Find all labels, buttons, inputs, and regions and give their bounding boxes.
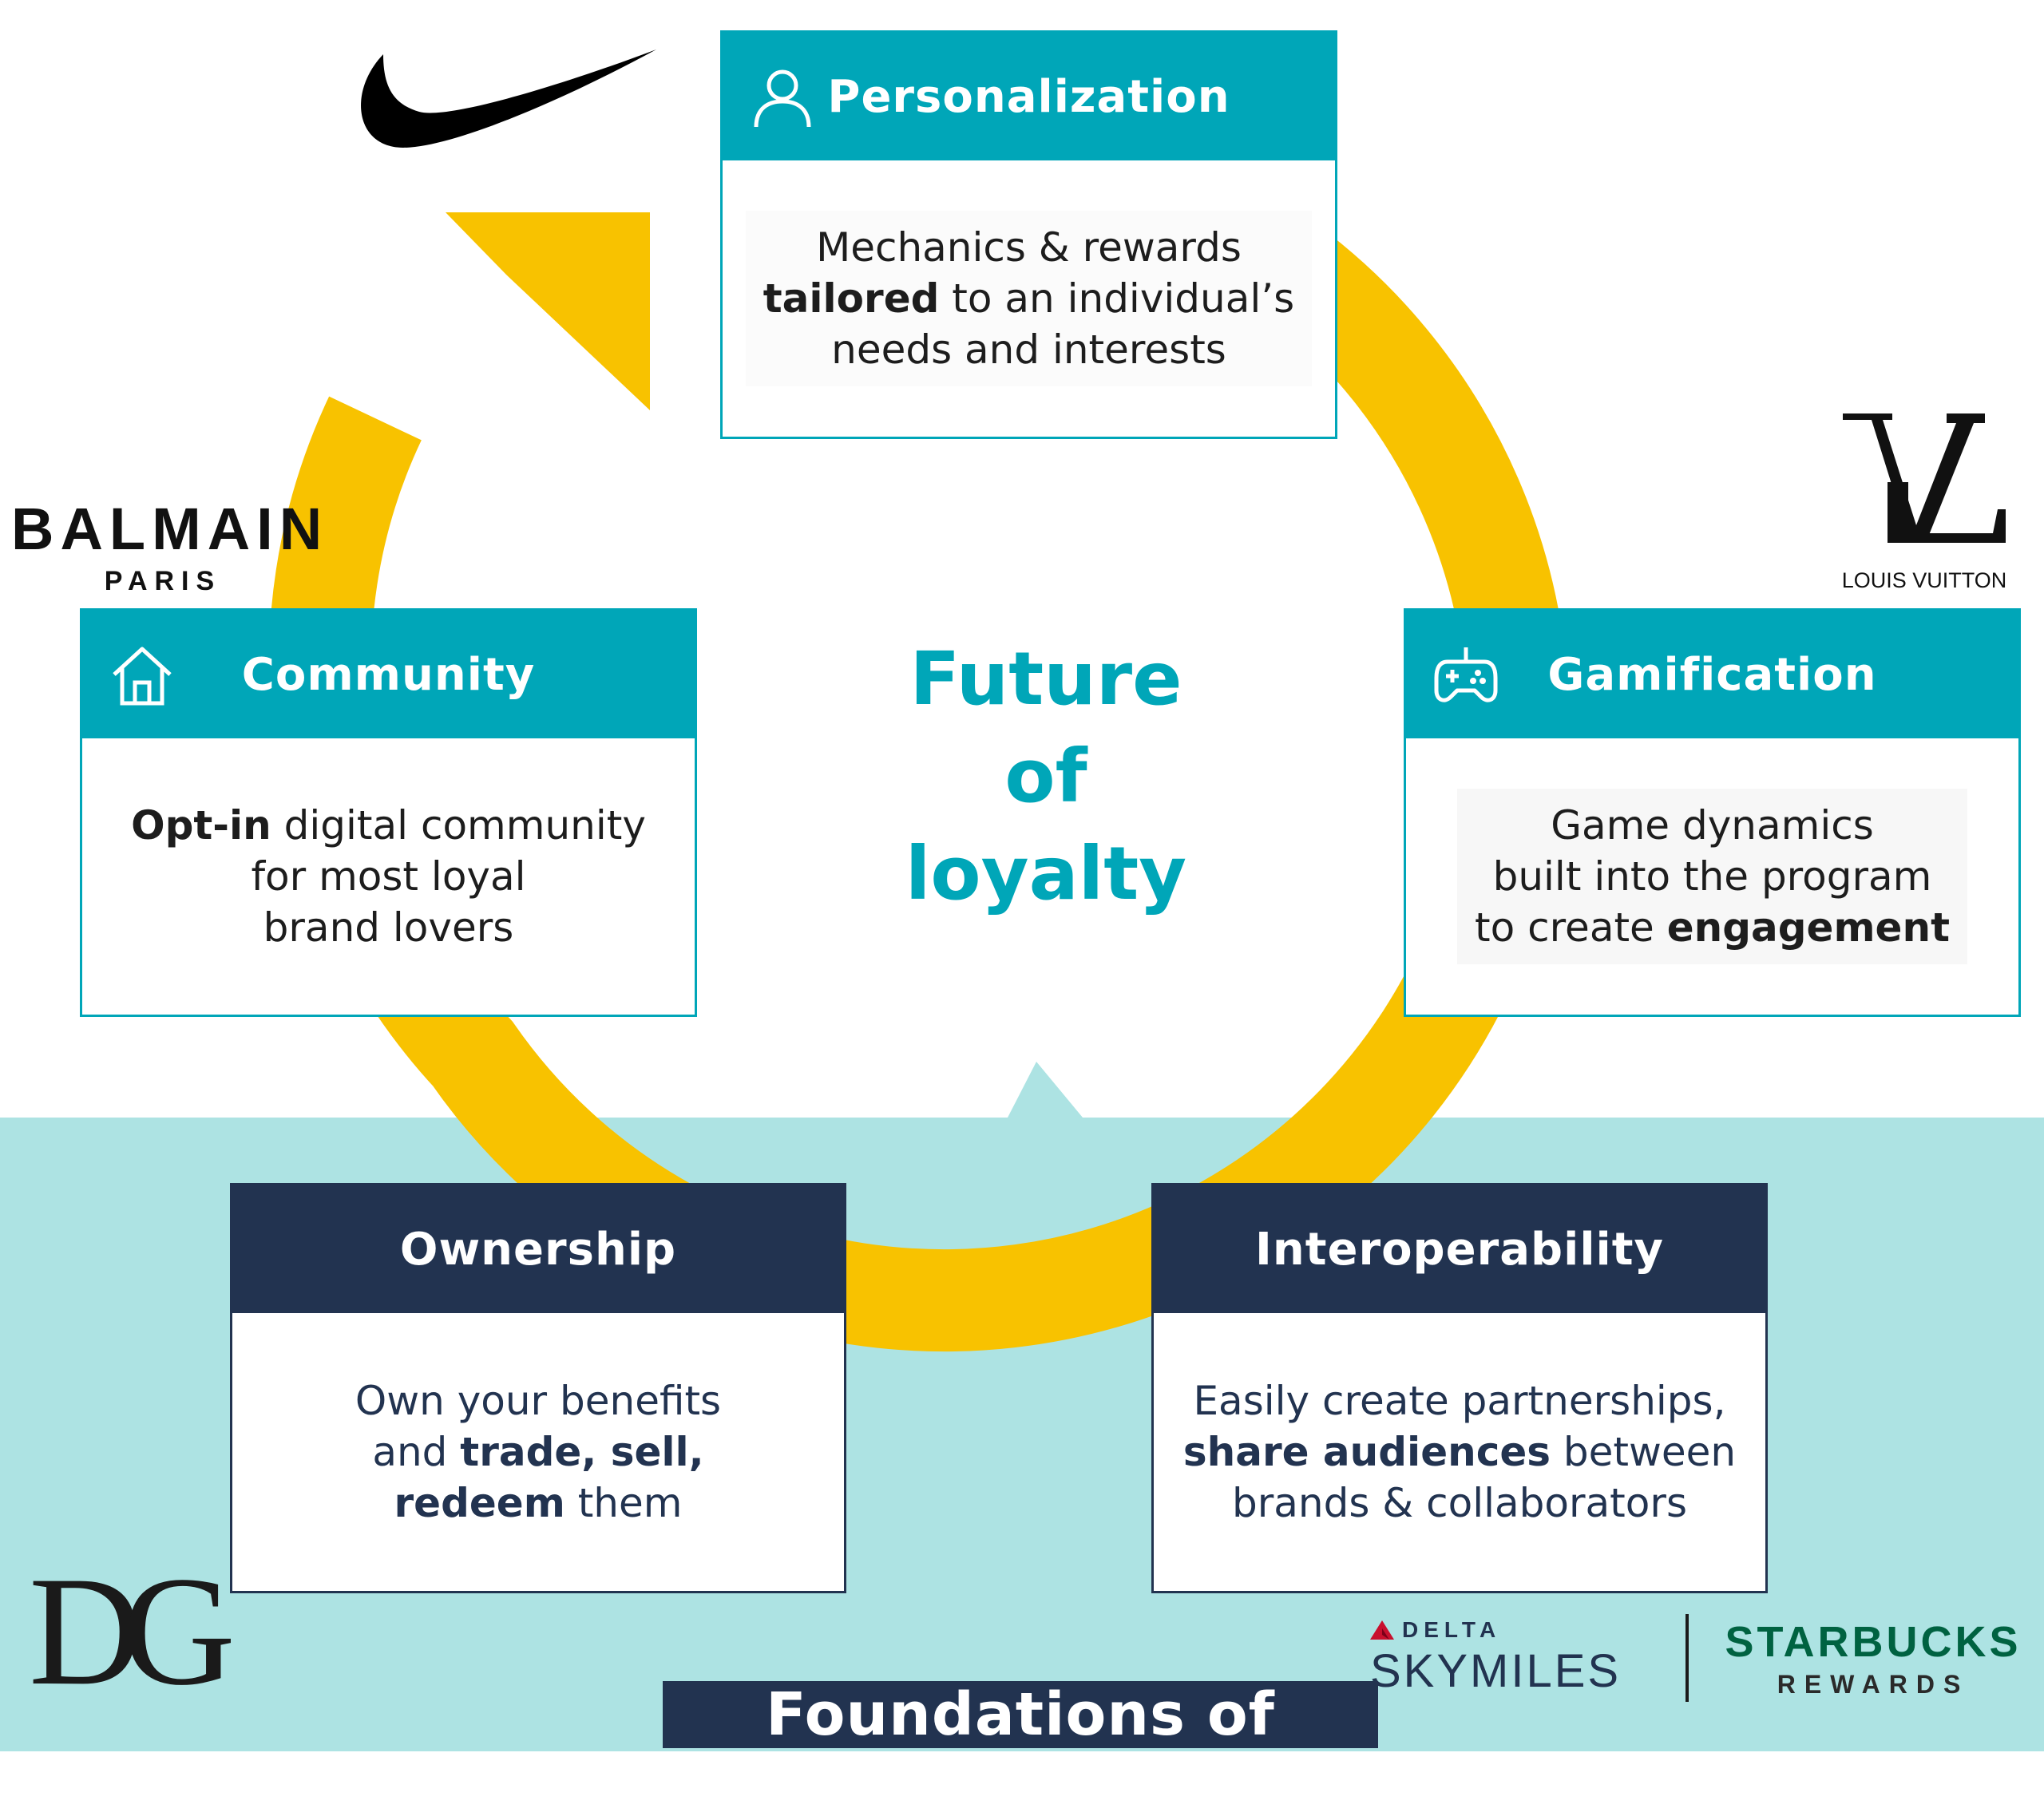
footer-title: Foundations of Web3 [663,1681,1378,1815]
band-pointer [1008,1062,1083,1118]
gamepad-icon [1434,647,1498,702]
delta-triangle-icon [1370,1620,1394,1640]
interoperability-body: Easily create partnerships, share audien… [1154,1313,1765,1591]
interoperability-title: Interoperability [1255,1223,1664,1276]
gamification-line3: to create engagement [1475,902,1950,953]
nike-swoosh-logo [361,49,656,148]
community-line1: Opt-in digital community [131,800,646,851]
balmain-sub: PARIS [104,566,222,596]
interoperability-header: Interoperability [1154,1185,1765,1313]
louis-vuitton-name: LOUIS VUITTON [1841,568,2007,592]
gamification-card: Gamification Game dynamics built into th… [1404,608,2021,1017]
cycle-arrowhead [446,212,650,410]
community-title: Community [241,648,536,701]
personalization-line1: Mechanics & rewards [816,224,1242,271]
logo-divider [1686,1614,1689,1702]
ownership-line1: Own your benefits [355,1378,722,1424]
ownership-line2: and trade, sell, [355,1426,721,1478]
delta-name: DELTA [1402,1617,1502,1642]
ownership-bold-1: trade, sell, [460,1429,704,1475]
personalization-line3: needs and interests [831,326,1226,373]
community-text: Opt-in digital community for most loyal … [131,800,646,953]
delta-top-row: DELTA [1370,1617,1658,1643]
community-header: Community [82,611,695,738]
gamification-title: Gamification [1547,648,1877,701]
ownership-line3: redeem them [355,1478,721,1529]
lv-monogram [1843,413,2006,543]
louis-vuitton-logo: LOUIS VUITTON [1836,406,2012,597]
community-line3: brand lovers [263,904,514,951]
ownership-line3-rest: them [564,1480,683,1526]
gamification-line3-pre: to create [1475,904,1667,951]
house-icon [113,647,172,706]
ownership-line2-pre: and [372,1429,461,1475]
ownership-text: Own your benefits and trade, sell, redee… [355,1375,721,1529]
gamification-line1: Game dynamics [1551,802,1874,849]
ownership-bold-2: redeem [394,1480,565,1526]
ownership-title: Ownership [399,1223,677,1276]
personalization-header: Personalization [723,33,1335,160]
interoperability-text: Easily create partnerships, share audien… [1183,1375,1736,1529]
gamification-body: Game dynamics built into the program to … [1406,738,2018,1015]
community-line2: for most loyal [251,853,526,900]
gamification-bold: engagement [1666,904,1950,951]
starbucks-name: STARBUCKS [1725,1618,2022,1666]
personalization-bold: tailored [763,275,940,322]
personalization-card: Personalization Mechanics & rewards tail… [720,30,1337,439]
personalization-line2-rest: to an individual’s [939,275,1295,322]
interoperability-bold: share audiences [1182,1429,1551,1475]
personalization-line2: tailored to an individual’s [763,273,1294,324]
user-icon [754,69,811,128]
ownership-card: Ownership Own your benefits and trade, s… [230,1183,846,1593]
gamification-line2: built into the program [1492,853,1932,900]
center-title-line2: of [1004,734,1087,819]
personalization-text: Mechanics & rewards tailored to an indiv… [745,211,1313,386]
interoperability-line3: brands & collaborators [1231,1480,1687,1526]
ownership-body: Own your benefits and trade, sell, redee… [232,1313,844,1591]
interoperability-line1: Easily create partnerships, [1193,1378,1726,1424]
personalization-title: Personalization [827,70,1230,123]
gamification-text: Game dynamics built into the program to … [1457,789,1967,964]
interoperability-line2-rest: between [1551,1429,1737,1475]
starbucks-rewards-logo: STARBUCKS REWARDS [1721,1617,2025,1699]
community-body: Opt-in digital community for most loyal … [82,738,695,1015]
dg-logo: DG [29,1545,236,1718]
starbucks-sub: REWARDS [1777,1670,1970,1699]
skymiles-name: SKYMILES [1370,1645,1622,1697]
community-line1-rest: digital community [271,802,646,849]
center-title-line3: loyalty [905,831,1187,916]
community-card: Community Opt-in digital community for m… [80,608,697,1017]
balmain-logo: BALMAIN PARIS [11,495,329,597]
balmain-name: BALMAIN [11,496,329,562]
ownership-header: Ownership [232,1185,844,1313]
interoperability-card: Interoperability Easily create partnersh… [1151,1183,1768,1593]
community-bold: Opt-in [131,802,271,849]
interoperability-line2: share audiences between [1183,1426,1736,1478]
center-title: Future of loyalty [862,631,1230,923]
center-title-line1: Future [909,636,1182,722]
gamification-header: Gamification [1406,611,2018,738]
personalization-body: Mechanics & rewards tailored to an indiv… [723,160,1335,437]
delta-skymiles-logo: DELTA SKYMILES [1370,1617,1658,1698]
